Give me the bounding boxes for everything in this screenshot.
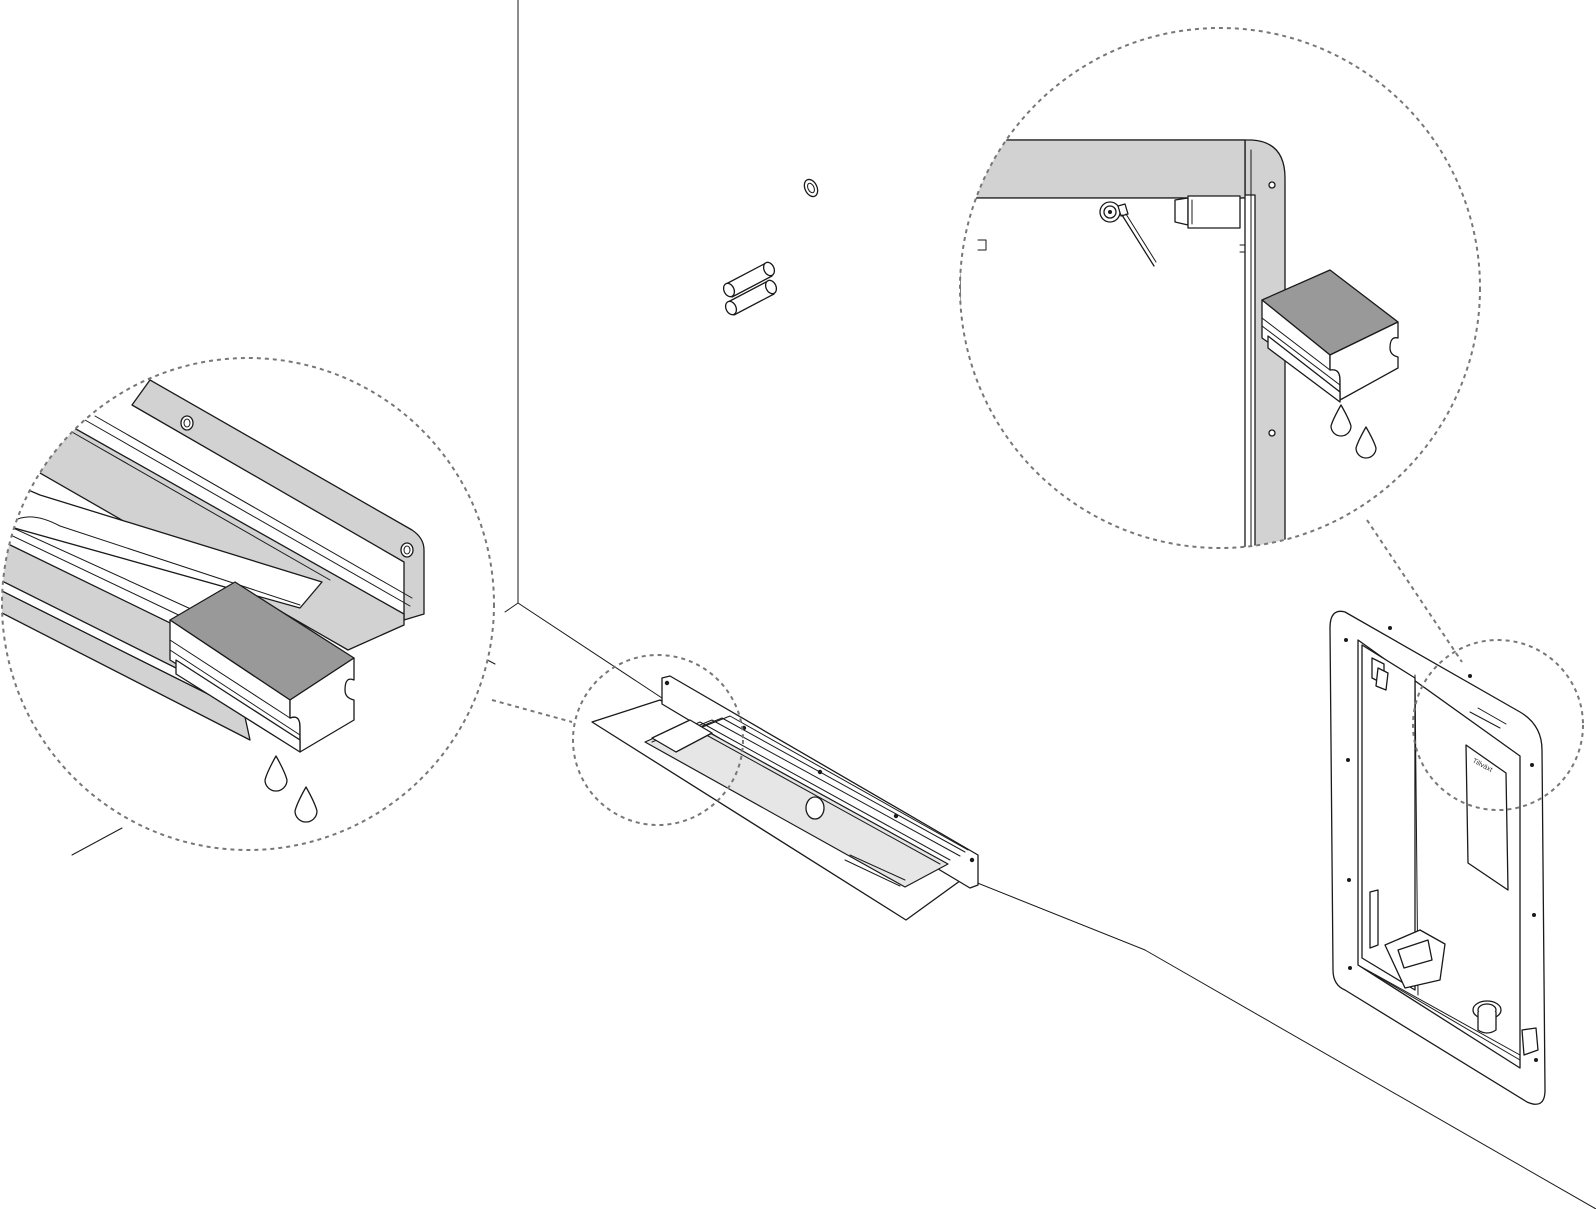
detail-marker-drain [572, 654, 744, 826]
wall-plug-parts [722, 178, 819, 316]
water-drop-icon [1330, 404, 1352, 437]
room-corner-lines [71, 0, 1596, 1209]
left-detail-callout [1, 357, 495, 851]
detail-marker-cabinet [1412, 639, 1584, 811]
cabinet-unit: Tillväxt [1329, 610, 1546, 1105]
water-drop-icon [264, 755, 288, 792]
right-detail-callout [959, 27, 1481, 549]
water-drop-icon [1355, 426, 1377, 459]
floor-drain-frame [591, 675, 979, 921]
magnifier-connectors [491, 519, 1463, 723]
water-drop-icon [294, 786, 318, 823]
